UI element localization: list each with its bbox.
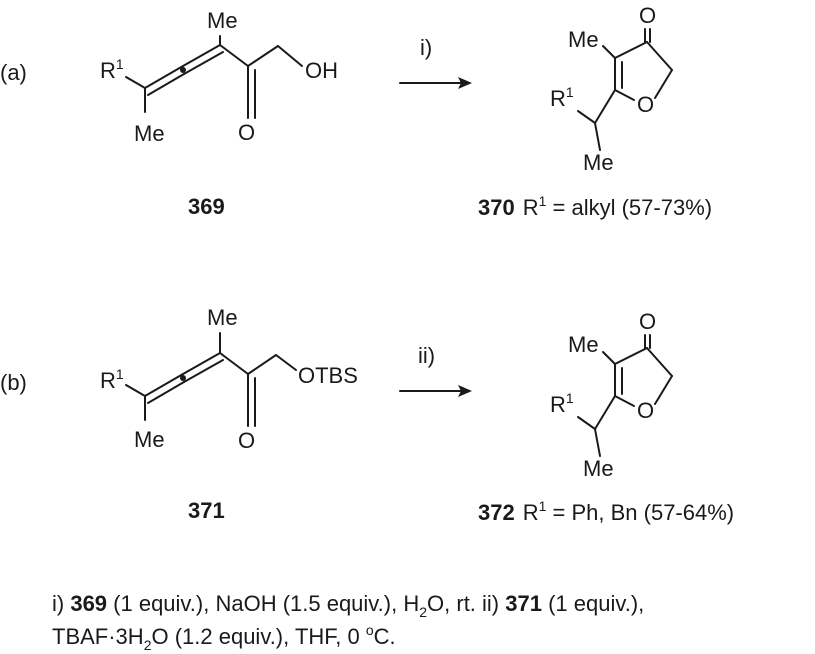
bond	[594, 428, 601, 457]
compound-370-ring-o: O	[637, 92, 654, 117]
bond	[144, 65, 184, 89]
compound-372-r-group: R1	[550, 390, 574, 417]
conditions-line-1: i) 369 (1 equiv.), NaOH (1.5 equiv.), H2…	[52, 591, 644, 620]
compound-371-me-top: Me	[207, 305, 238, 330]
bond	[144, 373, 184, 397]
bond	[594, 122, 601, 151]
compound-372-ring-o: O	[637, 398, 654, 423]
bond	[614, 347, 648, 365]
compound-369-structure: R1 Me Me O OH	[100, 8, 338, 146]
bond	[594, 395, 616, 430]
compound-370-me-bottom: Me	[583, 150, 614, 175]
bond	[614, 41, 648, 59]
bond	[646, 347, 673, 377]
compound-370-r-group: R1	[550, 84, 574, 111]
bond	[654, 375, 673, 405]
compound-369-hydroxyl: OH	[305, 58, 338, 83]
bond	[277, 45, 303, 67]
bond	[614, 89, 635, 101]
allene-center-dot	[180, 375, 186, 381]
bond	[577, 110, 596, 124]
compound-369-ketone-o: O	[238, 120, 255, 145]
bond	[577, 416, 596, 430]
bond	[147, 73, 185, 96]
arrow-a-label: i)	[420, 35, 432, 60]
arrow-b-label: ii)	[418, 343, 435, 368]
bond	[125, 76, 146, 89]
reaction-arrow-b	[399, 385, 472, 397]
compound-372-structure: O Me R1 O Me	[550, 309, 673, 481]
compound-370-structure: O Me R1 O Me	[550, 3, 673, 175]
compound-370-carbonyl-o: O	[639, 3, 656, 28]
compound-371-structure: R1 Me Me O OTBS	[100, 305, 358, 453]
bond	[614, 395, 635, 407]
compound-369-number: 369	[188, 194, 225, 219]
compound-372-me: Me	[568, 332, 599, 357]
bond	[183, 51, 224, 75]
compound-370-me: Me	[568, 27, 599, 52]
bond	[602, 45, 616, 59]
bond	[602, 351, 616, 365]
scheme-a-label: (a)	[0, 60, 27, 85]
bond	[182, 352, 221, 375]
bond	[219, 352, 249, 375]
bond	[594, 89, 616, 124]
conditions-line-2: TBAF·3H2O (1.2 equiv.), THF, 0 oC.	[52, 622, 396, 653]
compound-371-number: 371	[188, 498, 225, 523]
allene-center-dot	[180, 67, 186, 73]
bond	[247, 45, 279, 67]
compound-369-me-bottom: Me	[134, 121, 165, 146]
scheme-b-label: (b)	[0, 370, 27, 395]
compound-371-ketone-o: O	[238, 428, 255, 453]
compound-372-carbonyl-o: O	[639, 309, 656, 334]
bond	[147, 381, 185, 404]
compound-371-r-group: R1	[100, 366, 124, 393]
bond	[182, 44, 221, 67]
bond	[654, 69, 673, 99]
compound-372-me-bottom: Me	[583, 456, 614, 481]
bond	[219, 44, 249, 67]
bond	[125, 384, 146, 397]
bond	[275, 354, 297, 371]
compound-371-me-bottom: Me	[134, 427, 165, 452]
reaction-arrow-a	[399, 77, 472, 89]
compound-371-otbs: OTBS	[298, 363, 358, 388]
compound-369-r-group: R1	[100, 56, 124, 83]
compound-369-me-top: Me	[207, 8, 238, 33]
bond	[646, 41, 673, 71]
bond	[247, 354, 277, 375]
bond	[183, 359, 224, 383]
